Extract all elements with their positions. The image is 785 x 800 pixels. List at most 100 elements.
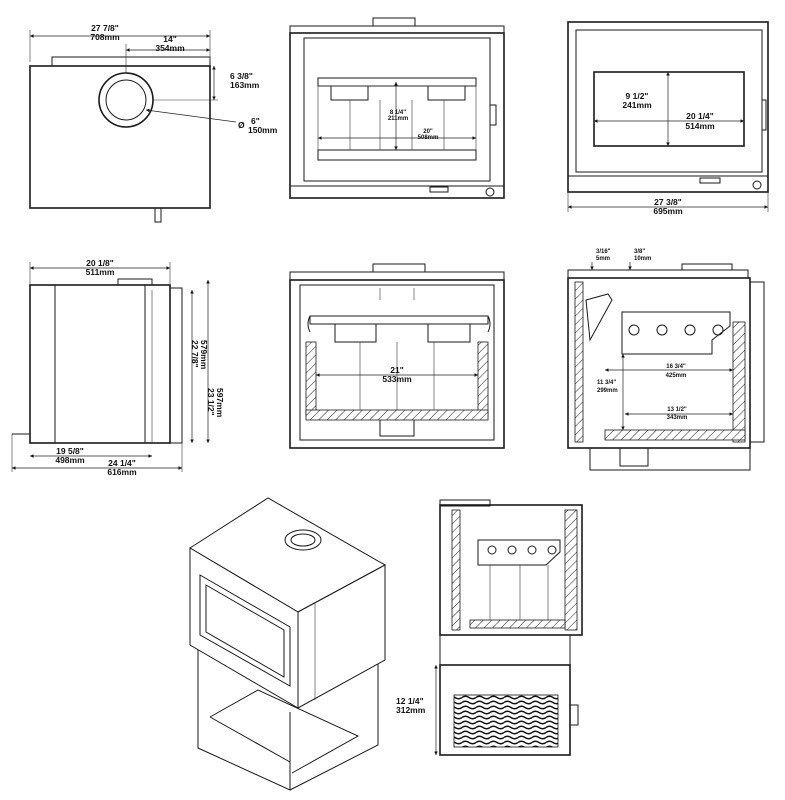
gap-a-imperial: 3/16" [596, 249, 611, 255]
door-view-label-plate [699, 177, 721, 184]
side-firebox-height-imperial: 11 3/4" [597, 380, 616, 386]
iso-stand-front-legs [197, 650, 291, 791]
side-view-flue-stub [117, 278, 153, 286]
front-section-view: 21" 533mm [289, 263, 505, 449]
side-section-ash-pan [619, 447, 649, 467]
iso-stand-shelf [209, 689, 360, 774]
front-open-base [289, 185, 505, 199]
side-section-view: 3/16" 5mm 3/8" 10mm 16 3/4" 425mm 11 3/4… [567, 249, 765, 471]
stand-front-brick [564, 509, 578, 631]
flue-diameter-symbol: Ø [238, 120, 245, 130]
air-control-rod [154, 207, 162, 223]
stand-transition [439, 634, 571, 666]
door-glass [593, 71, 745, 147]
side-body-height-metric: 579mm [199, 340, 209, 370]
stand-tube-3 [527, 545, 537, 555]
front-open-label-plate [429, 186, 449, 193]
front-door-view: 9 1/2" 241mm 20 1/4" 514mm 27 3/8" 695mm [567, 21, 769, 216]
top-view-rear-lip [51, 56, 211, 67]
flue-collar-outer [98, 72, 154, 128]
isometric-view [189, 497, 387, 791]
iso-stand-side-leg [289, 664, 379, 791]
section-ash-grate [379, 420, 415, 437]
side-firebox-depth-metric: 425mm [666, 373, 687, 379]
section-bracket-right [427, 324, 471, 343]
gap-b-metric: 10mm [634, 256, 651, 262]
front-open-baffle [317, 77, 477, 87]
side-section-tube-2 [656, 324, 668, 336]
iso-flue-inner [290, 533, 316, 547]
section-top-plate [289, 271, 505, 281]
section-firebrick-floor [305, 409, 489, 421]
baffle-height-imperial: 8 1/4" [390, 110, 406, 116]
side-section-rear-wall [574, 281, 584, 443]
top-width-metric: 708mm [90, 32, 120, 42]
top-view-body [29, 65, 211, 209]
glass-height-metric: 241mm [622, 100, 652, 110]
stand-tube-1 [487, 545, 497, 555]
section-firebrick-left [305, 341, 317, 418]
door-frame [575, 29, 763, 173]
door-handle [761, 99, 767, 131]
section-width-imperial: 21" [390, 365, 404, 375]
front-open-hearth-lip [317, 149, 477, 161]
gap-a-metric: 5mm [596, 256, 610, 262]
iso-stand-shelf-edge [209, 716, 291, 763]
section-burn-tube [309, 315, 489, 325]
stand-floor-brick [469, 619, 566, 629]
front-open-bracket-left [330, 86, 369, 101]
stand-tube-4 [547, 545, 557, 555]
side-floor-depth-metric: 343mm [667, 415, 688, 421]
side-top-depth-metric: 511mm [86, 267, 115, 277]
top-width-imperial: 27 7/8" [91, 23, 119, 33]
flue-offset-imperial: 14" [163, 34, 177, 44]
flue-diameter-leader [145, 108, 237, 123]
glass-height-imperial: 9 1/2" [626, 91, 649, 101]
flue-diameter-imperial: 6" [251, 116, 260, 126]
stand-log-stack [453, 694, 559, 748]
side-floor-depth-imperial: 13 1/2" [667, 407, 687, 413]
baffle-height-metric: 211mm [388, 116, 408, 122]
side-section-tube-3 [684, 324, 696, 336]
side-overall-depth-metric: 616mm [107, 467, 137, 477]
side-firebox-height-metric: 299mm [597, 388, 618, 394]
glass-width-metric: 514mm [685, 121, 715, 131]
side-section-tube-4 [712, 324, 724, 336]
side-section-door [749, 281, 765, 443]
iso-door-glass-frame [199, 574, 291, 687]
side-body-height-imperial: 22 7/8" [190, 340, 200, 368]
log-store-height-imperial: 12 1/4" [396, 696, 424, 706]
door-overall-width-metric: 695mm [653, 206, 683, 216]
front-open-hinge [489, 104, 497, 126]
section-tube-ends [307, 315, 491, 333]
front-open-flue-stub [372, 17, 416, 27]
side-overall-height-imperial: 23 1/2" [206, 388, 216, 416]
side-firebox-depth-imperial: 16 3/4" [666, 364, 686, 370]
side-section-body [567, 277, 751, 449]
flue-offset-metric: 354mm [155, 43, 185, 53]
stand-flue-stub [439, 499, 491, 507]
stand-baffle [477, 539, 561, 566]
iso-flue-outer [284, 529, 322, 551]
side-view-door-profile [169, 287, 183, 444]
stand-rear-wall [451, 509, 461, 631]
section-inner-shell [299, 284, 495, 441]
side-section-flue-stub [681, 263, 733, 271]
side-view: 20 1/8" 511mm 22 7/8" 579mm 23 1/2" 597m… [11, 258, 225, 477]
door-view-knob [752, 180, 762, 190]
stand-side-bracket [569, 704, 579, 726]
side-section-floor-brick [604, 429, 746, 441]
front-open-knob [485, 187, 495, 197]
iso-side-face [297, 564, 386, 709]
side-section-front-brick [732, 321, 746, 443]
side-section-top-plate [567, 269, 749, 279]
iso-door-glass [205, 584, 285, 678]
glass-width-imperial: 20 1/4" [686, 111, 714, 121]
side-section-air-channel [585, 293, 613, 342]
section-body [289, 279, 505, 449]
side-section-base [589, 447, 751, 471]
stand-section-view: 12 1/4" 312mm [396, 499, 583, 756]
section-width-metric: 533mm [382, 374, 412, 384]
side-overall-height-metric: 597mm [215, 388, 225, 418]
